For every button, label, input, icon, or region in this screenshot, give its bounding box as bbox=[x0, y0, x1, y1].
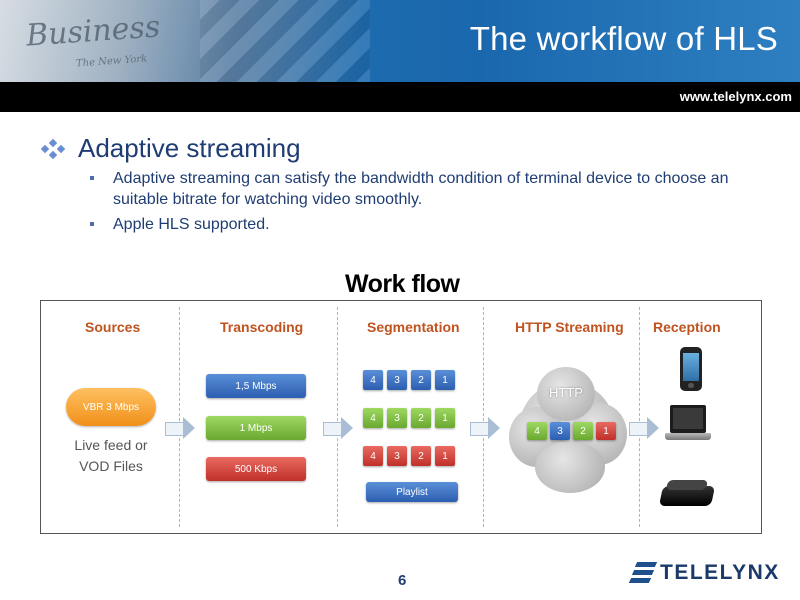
column-title-sources: Sources bbox=[85, 319, 141, 335]
bullet-level2-text: Apple HLS supported. bbox=[113, 216, 270, 233]
transcode-bitrate-high: 1,5 Mbps bbox=[206, 374, 306, 398]
workflow-title: Work flow bbox=[345, 270, 460, 298]
telelynx-logo-icon bbox=[628, 560, 658, 586]
segment-chunk: 4 bbox=[363, 446, 383, 466]
logo-text: TELELYNX bbox=[660, 561, 780, 584]
segment-chunk: 2 bbox=[573, 422, 593, 440]
telelynx-logo: TELELYNX bbox=[628, 560, 780, 586]
column-title-reception: Reception bbox=[653, 319, 721, 335]
http-cloud-icon: HTTP 4 3 2 1 bbox=[509, 361, 627, 493]
bullet-level1-text: Adaptive streaming bbox=[78, 133, 301, 163]
column-divider bbox=[639, 307, 640, 527]
diamond-bullet-icon bbox=[38, 138, 68, 159]
http-segment-row: 4 3 2 1 bbox=[527, 422, 616, 440]
column-title-http-streaming: HTTP Streaming bbox=[515, 319, 624, 335]
segment-chunk: 3 bbox=[387, 408, 407, 428]
laptop-icon bbox=[665, 405, 711, 449]
segment-chunk: 1 bbox=[435, 446, 455, 466]
segment-chunk: 3 bbox=[387, 370, 407, 390]
header-banner: Business The New York The workflow of HL… bbox=[0, 0, 800, 82]
flow-arrow-icon bbox=[629, 417, 659, 439]
header-keyboard-image bbox=[200, 0, 370, 82]
url-bar: www.telelynx.com bbox=[0, 82, 800, 112]
segment-row-blue: 4 3 2 1 bbox=[363, 370, 455, 390]
segment-chunk: 4 bbox=[363, 370, 383, 390]
segment-chunk: 4 bbox=[363, 408, 383, 428]
column-title-segmentation: Segmentation bbox=[367, 319, 460, 335]
segment-row-green: 4 3 2 1 bbox=[363, 408, 455, 428]
square-bullet-icon bbox=[90, 222, 94, 226]
segment-chunk: 1 bbox=[435, 370, 455, 390]
playlist-box: Playlist bbox=[366, 482, 458, 502]
http-cloud-label: HTTP bbox=[549, 385, 583, 400]
source-bitrate-badge: VBR 3 Mbps bbox=[66, 388, 156, 426]
segment-chunk: 1 bbox=[435, 408, 455, 428]
segment-chunk: 2 bbox=[411, 446, 431, 466]
segment-chunk: 4 bbox=[527, 422, 547, 440]
flow-arrow-icon bbox=[165, 417, 195, 439]
segment-chunk: 1 bbox=[596, 422, 616, 440]
page-number: 6 bbox=[398, 572, 407, 589]
workflow-diagram: Sources Transcoding Segmentation HTTP St… bbox=[40, 300, 762, 534]
slide-title: The workflow of HLS bbox=[469, 20, 778, 57]
transcode-bitrate-medium: 1 Mbps bbox=[206, 416, 306, 440]
column-divider bbox=[337, 307, 338, 527]
square-bullet-icon bbox=[90, 176, 94, 180]
bullet-level2-text: Adaptive streaming can satisfy the bandw… bbox=[113, 170, 729, 208]
column-divider bbox=[179, 307, 180, 527]
header-collage-image bbox=[0, 0, 360, 82]
transcode-bitrate-low: 500 Kbps bbox=[206, 457, 306, 481]
set-top-box-icon bbox=[658, 476, 716, 510]
website-url: www.telelynx.com bbox=[679, 89, 792, 104]
flow-arrow-icon bbox=[323, 417, 353, 439]
source-description: Live feed or VOD Files bbox=[74, 437, 148, 474]
column-title-transcoding: Transcoding bbox=[220, 319, 304, 335]
phone-icon bbox=[680, 347, 702, 391]
segment-chunk: 3 bbox=[387, 446, 407, 466]
column-divider bbox=[483, 307, 484, 527]
segment-chunk: 2 bbox=[411, 408, 431, 428]
segment-chunk: 3 bbox=[550, 422, 570, 440]
bullet-level1: Adaptive streaming bbox=[38, 133, 301, 164]
segment-chunk: 2 bbox=[411, 370, 431, 390]
flow-arrow-icon bbox=[470, 417, 500, 439]
segment-row-red: 4 3 2 1 bbox=[363, 446, 455, 466]
